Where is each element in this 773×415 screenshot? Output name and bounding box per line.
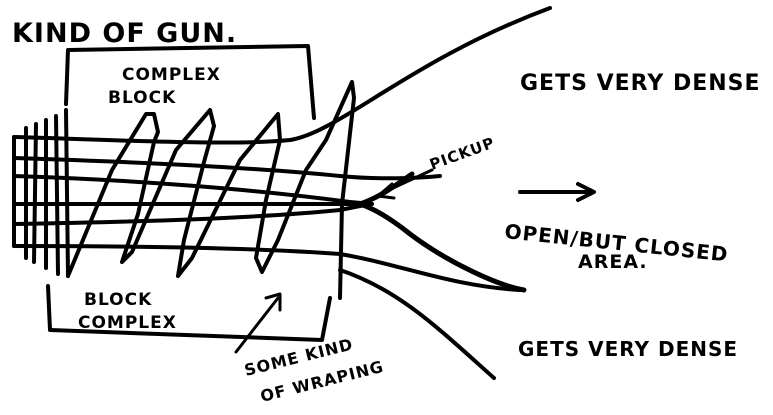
pickup-label: PICKUP (427, 134, 497, 174)
wrapping-zigzag (66, 80, 356, 300)
pickup-arrow-head (376, 182, 396, 200)
title-label: KIND OF GUN. (12, 18, 237, 49)
barrel-lines (12, 6, 552, 292)
gets-very-dense-top-label: GETS VERY DENSE (520, 71, 761, 96)
open-but-closed-label-2: AREA. (578, 251, 648, 273)
lower-branch (338, 268, 496, 380)
gets-very-dense-bottom-label: GETS VERY DENSE (518, 337, 738, 361)
wrapping-arrow-shaft (234, 296, 280, 354)
pickup-split-lower (357, 201, 527, 293)
block-complex-bottom-label-1: BLOCK (84, 290, 152, 310)
barrel-end (12, 135, 22, 248)
bottom-bracket (46, 284, 332, 342)
wrapping-arrow-head (264, 292, 282, 312)
block-hatching (24, 108, 70, 278)
direction-arrow-head (576, 182, 596, 202)
complex-block-top-label-2: BLOCK (108, 88, 176, 108)
block-complex-bottom-label-2: COMPLEX (78, 313, 177, 333)
complex-block-top-label-1: COMPLEX (122, 65, 221, 85)
pickup-arrow-shaft (378, 168, 434, 196)
top-bracket (64, 44, 316, 120)
